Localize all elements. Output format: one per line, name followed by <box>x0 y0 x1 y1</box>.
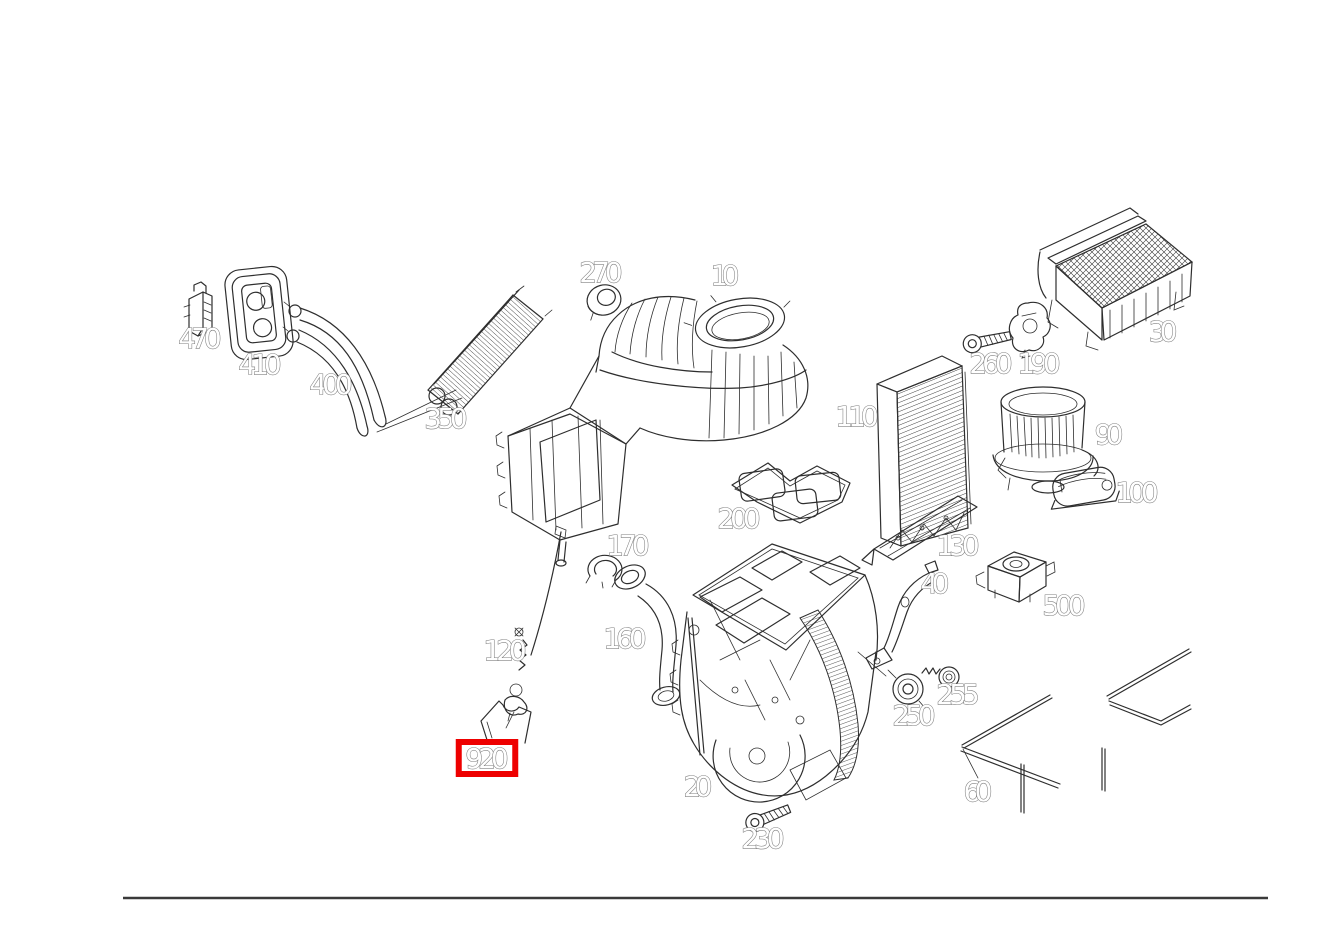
part-label-40[interactable]: 40 <box>920 566 950 600</box>
svg-text:350: 350 <box>424 402 468 435</box>
svg-text:500: 500 <box>1042 589 1086 622</box>
svg-text:400: 400 <box>309 368 353 401</box>
svg-text:470: 470 <box>178 322 222 355</box>
svg-text:255: 255 <box>936 678 980 711</box>
part-190-bracket-drawing <box>1008 301 1051 359</box>
part-label-120[interactable]: 120 <box>483 633 528 667</box>
part-470-module-drawing <box>183 281 213 337</box>
svg-text:30: 30 <box>1149 315 1178 348</box>
part-label-500[interactable]: 500 <box>1042 588 1087 622</box>
part-label-20[interactable]: 20 <box>683 769 713 803</box>
part-120-sensor-drawing <box>503 525 567 729</box>
part-260-screw-drawing <box>962 331 1012 354</box>
part-label-400[interactable]: 400 <box>309 367 354 401</box>
part-920-clip-drawing <box>480 700 532 744</box>
part-20-housing-drawing <box>669 543 887 803</box>
part-100-regulator-drawing <box>1050 466 1120 510</box>
part-label-920[interactable]: 920 <box>455 739 519 777</box>
part-label-260[interactable]: 260 <box>969 346 1014 380</box>
part-label-10[interactable]: 10 <box>710 258 740 292</box>
part-230-screw-drawing <box>745 804 792 833</box>
part-90-blower-drawing <box>992 386 1099 494</box>
part-30-assembly-drawing <box>1037 207 1194 351</box>
selected-part-highlight-box <box>455 739 519 777</box>
svg-text:170: 170 <box>606 529 650 562</box>
svg-text:100: 100 <box>1115 476 1159 509</box>
part-label-250[interactable]: 250 <box>892 698 937 732</box>
part-label-170[interactable]: 170 <box>606 528 651 562</box>
svg-text:130: 130 <box>936 529 980 562</box>
svg-text:200: 200 <box>717 502 761 535</box>
svg-text:90: 90 <box>1095 418 1124 451</box>
part-250-grommet-drawing <box>887 669 926 709</box>
svg-text:230: 230 <box>741 822 785 855</box>
part-label-470[interactable]: 470 <box>178 321 223 355</box>
part-350-heater-core-drawing <box>427 285 553 416</box>
svg-text:410: 410 <box>238 348 282 381</box>
svg-text:250: 250 <box>892 699 936 732</box>
part-label-30[interactable]: 30 <box>1148 314 1178 348</box>
part-label-270[interactable]: 270 <box>579 255 624 289</box>
part-label-410[interactable]: 410 <box>238 347 283 381</box>
part-170-clamp-drawing <box>585 554 623 589</box>
part-40-bracket-drawing <box>865 560 939 670</box>
part-130-rail-drawing <box>861 495 978 566</box>
part-10-housing-drawing <box>495 295 809 567</box>
part-label-90[interactable]: 90 <box>1094 417 1124 451</box>
svg-text:190: 190 <box>1017 347 1061 380</box>
part-410-frame-drawing <box>224 265 294 361</box>
svg-text:120: 120 <box>483 634 527 667</box>
svg-text:160: 160 <box>603 622 647 655</box>
part-label-110[interactable]: 110 <box>835 399 880 433</box>
svg-text:10: 10 <box>711 259 740 292</box>
svg-text:270: 270 <box>579 256 623 289</box>
part-label-350[interactable]: 350 <box>424 401 469 435</box>
part-500-actuator-drawing <box>975 551 1056 603</box>
part-label-230[interactable]: 230 <box>741 821 786 855</box>
part-200-gasket-drawing <box>731 462 851 524</box>
svg-text:60: 60 <box>964 775 993 808</box>
part-270-seal-drawing <box>586 284 622 321</box>
part-label-60[interactable]: 60 <box>963 774 993 808</box>
part-255-grommet-drawing <box>921 666 960 688</box>
svg-text:40: 40 <box>921 567 950 600</box>
part-label-200[interactable]: 200 <box>717 501 762 535</box>
svg-text:260: 260 <box>969 347 1013 380</box>
svg-text:20: 20 <box>684 770 713 803</box>
part-label-100[interactable]: 100 <box>1115 475 1160 509</box>
part-label-190[interactable]: 190 <box>1017 346 1062 380</box>
svg-text:920: 920 <box>465 742 509 775</box>
svg-text:110: 110 <box>835 400 879 433</box>
part-400-pipes-drawing <box>282 301 463 437</box>
part-label-160[interactable]: 160 <box>603 621 648 655</box>
part-label-255[interactable]: 255 <box>936 677 981 711</box>
part-60-panel-drawing <box>960 648 1192 814</box>
part-label-130[interactable]: 130 <box>936 528 981 562</box>
